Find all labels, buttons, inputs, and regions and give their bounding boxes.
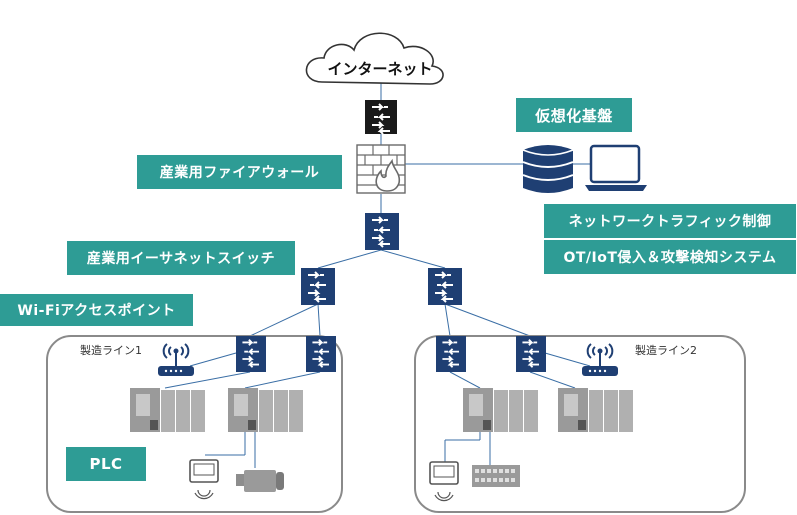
wifi-ap-label: Wi-Fiアクセスポイント	[0, 294, 193, 326]
ethernet-switch-label: 産業用イーサネットスイッチ	[67, 241, 295, 275]
access-switch-icon	[306, 336, 336, 372]
access-switch-icon	[516, 336, 546, 372]
production-line-2-title: 製造ライン2	[635, 344, 697, 357]
hmi-panel-icon	[189, 459, 219, 500]
firewall-label: 産業用ファイアウォール	[137, 155, 342, 189]
wifi-access-point-icon	[158, 343, 194, 376]
firewall-icon	[356, 144, 406, 194]
plc-unit-icon	[130, 388, 205, 432]
core-switch-icon	[365, 213, 399, 250]
traffic-control-label: ネットワークトラフィック制御	[544, 204, 796, 238]
laptop-icon	[585, 144, 647, 191]
plc-label: PLC	[66, 447, 146, 481]
internet-label: インターネット	[327, 60, 433, 78]
router-icon	[365, 100, 397, 135]
database-server-icon	[522, 145, 574, 193]
ids-label: OT/IoT侵入＆攻撃検知システム	[544, 240, 796, 274]
plc-unit-icon	[558, 388, 633, 432]
production-line-2-box	[414, 335, 746, 513]
network-links	[164, 83, 591, 468]
virtualization-label: 仮想化基盤	[516, 98, 632, 132]
plc-unit-icon	[228, 388, 303, 432]
wifi-access-point-icon	[582, 343, 618, 376]
distribution-switch-icon	[428, 268, 462, 305]
io-terminal-icon	[472, 465, 520, 487]
motor-icon	[236, 470, 284, 492]
plc-unit-icon	[463, 388, 538, 432]
distribution-switch-icon	[301, 268, 335, 305]
access-switch-icon	[436, 336, 466, 372]
production-line-1-box	[46, 335, 343, 513]
hmi-panel-icon	[429, 461, 459, 502]
access-switch-icon	[236, 336, 266, 372]
production-line-1-title: 製造ライン1	[80, 344, 142, 357]
internet-cloud-icon	[305, 32, 444, 85]
